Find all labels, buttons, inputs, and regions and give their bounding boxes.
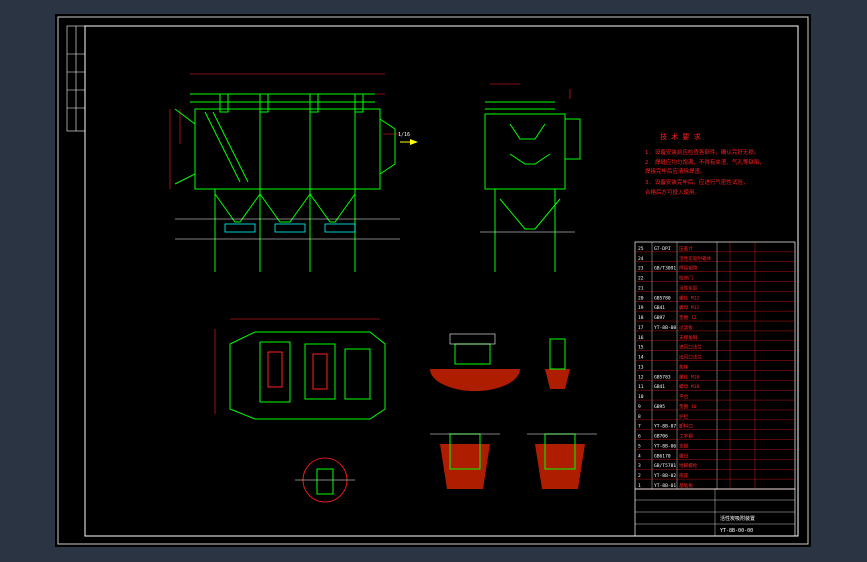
technical-notes: 技 术 要 求 1. 设备安装前应检查各部件，确认完好无损。 2. 焊缝应均匀饱… (645, 132, 765, 196)
inner-border (84, 25, 799, 537)
bom-cell-no: 4 (638, 453, 641, 459)
bom-cell-no: 19 (638, 305, 644, 311)
bom-cell-name: 压差计 (679, 245, 693, 252)
bom-cell-name: 底座 (679, 472, 689, 479)
bom-cell-no: 7 (638, 424, 641, 430)
side-view (480, 83, 581, 272)
note-line: 1. 设备安装前应检查各部件，确认完好无损。 (645, 148, 759, 156)
bom-cell-code: YT-8B-02 (654, 473, 676, 479)
bom-cell-no: 5 (638, 443, 641, 449)
bom-cell-no: 6 (638, 434, 641, 440)
bom-cell-code: GB41 (654, 305, 665, 311)
bom-cell-name: 平台 (679, 393, 689, 400)
note-line: 3. 设备安装完毕后，应进行气密性试验， (645, 178, 748, 186)
bom-cell-code: YT-8B-01 (654, 483, 676, 489)
detail-a (295, 457, 355, 503)
bom-cell-no: 17 (638, 325, 644, 331)
bom-cell-name: 支腿 (679, 442, 689, 449)
bom-cell-no: 20 (638, 295, 644, 301)
drawing-title: 活性炭吸附装置 (720, 515, 755, 522)
bom-cell-name: 焊接钢管 (679, 265, 698, 272)
bom-cell-name: 基础板 (679, 482, 693, 489)
plan-view (214, 318, 386, 420)
bom-cell-name: 工字钢 (679, 433, 693, 440)
bom-cell-code: GB/T5781 (654, 463, 676, 469)
notes-heading: 技 术 要 求 (660, 132, 701, 141)
bom-cell-no: 23 (638, 266, 644, 272)
note-line: 2. 焊缝应均匀饱满，不得有夹渣、气孔等缺陷， (645, 158, 765, 166)
bom-cell-code: GB5780 (654, 295, 671, 301)
bom-cell-name: 出风口法兰 (679, 354, 702, 361)
drawing-sheet: 1/16 (55, 14, 811, 547)
bom-cell-name: 垫圈 12 (679, 314, 697, 321)
bom-cell-name: 进风口法兰 (679, 344, 702, 351)
bom-cell-code: YT-8B-07 (654, 424, 676, 430)
title-block: 活性炭吸附装置 YT-8B-00-00 (634, 488, 796, 537)
bom-cell-no: 12 (638, 374, 644, 380)
bom-cell-code: GB/T3091 (654, 266, 676, 272)
bom-cell-no: 15 (638, 345, 644, 351)
bom-cell-name: 螺栓 M10 (679, 373, 699, 380)
bom-cell-no: 21 (638, 285, 644, 291)
note-line: 焊接完毕后应清除焊渣。 (645, 167, 706, 175)
bom-cell-name: 过滤板 (679, 324, 693, 331)
bom-cell-name: 活性炭吸附箱体 (679, 255, 712, 262)
bom-cell-no: 1 (638, 483, 641, 489)
bom-cell-code: GB97 (654, 315, 665, 321)
bom-cell-code: GB41 (654, 384, 665, 390)
bom-cell-no: 2 (638, 473, 641, 479)
bom-cell-name: 爬梯 (679, 363, 689, 370)
bom-cell-no: 3 (638, 463, 641, 469)
bom-cell-no: 9 (638, 404, 641, 410)
bom-cell-name: 检修门 (679, 275, 693, 282)
bom-cell-name: 垫圈 10 (679, 403, 697, 410)
flow-label: 1/16 (398, 132, 410, 138)
bom-cell-no: 11 (638, 384, 644, 390)
bom-cell-no: 18 (638, 315, 644, 321)
note-line: 合格后方可投入使用。 (645, 188, 700, 196)
bom-cell-name: 螺栓 M12 (679, 294, 699, 301)
bom-cell-name: 螺母 (679, 452, 689, 459)
bom-cell-name: 活性炭层 (679, 284, 698, 291)
left-revision-strip (66, 25, 86, 132)
bom-cell-no: 13 (638, 364, 644, 370)
bom-cell-code: YT-8B-06 (654, 443, 676, 449)
bom-cell-no: 16 (638, 335, 644, 341)
bom-cell-no: 25 (638, 246, 644, 252)
bom-cell-code: GT-DPI (654, 246, 671, 252)
bom-cell-code: GB706 (654, 434, 668, 440)
drawing-number: YT-8B-00-00 (720, 528, 753, 534)
bom-cell-code: YT-8B-08 (654, 325, 676, 331)
bom-cell-code: GB95 (654, 404, 665, 410)
front-view: 1/16 (169, 73, 418, 272)
bom-cell-code: GB6170 (654, 453, 671, 459)
outer-border (57, 16, 809, 545)
foundation-sections (430, 333, 597, 489)
bom-cell-name: 护栏 (679, 413, 689, 420)
bom-cell-no: 14 (638, 355, 644, 361)
bom-cell-no: 10 (638, 394, 644, 400)
bom-cell-name: 支撑角钢 (679, 334, 698, 341)
bom-cell-code: GB5783 (654, 374, 671, 380)
bom-cell-no: 22 (638, 276, 644, 282)
bom-cell-no: 8 (638, 414, 641, 420)
bom-cell-no: 24 (638, 256, 644, 262)
bom-cell-name: 螺母 M12 (679, 304, 699, 311)
cad-drawing: 1/16 (57, 16, 809, 545)
bom-cell-name: 地脚螺栓 (679, 462, 698, 469)
bom-cell-name: 卸料口 (679, 423, 693, 430)
bom-cell-name: 螺母 M10 (679, 383, 699, 390)
